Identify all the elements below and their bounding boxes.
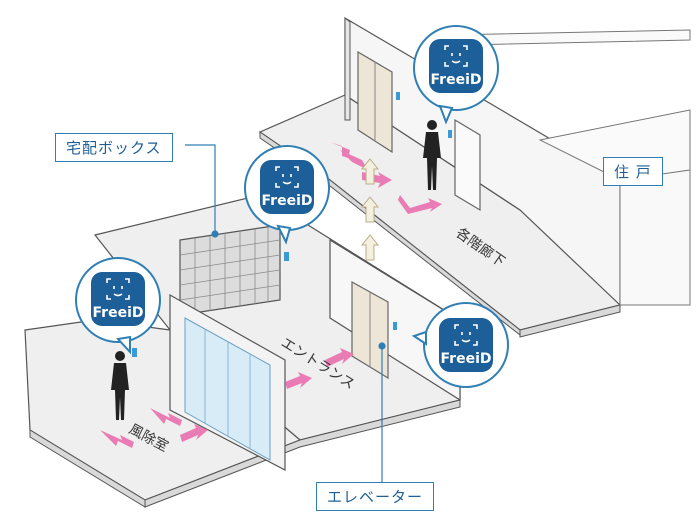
vertical-movement-arrows: [360, 158, 380, 261]
freeid-badge-delivery: [244, 145, 330, 245]
delivery-box-unit: [179, 224, 281, 316]
face-id-icon: [444, 45, 468, 67]
upper-elevator: [357, 50, 400, 154]
freeid-badge-elevator: [411, 302, 509, 388]
residence-callout: 住 戸: [603, 157, 663, 186]
delivery-reader: [284, 252, 289, 261]
entrance-reader: [132, 348, 137, 357]
freeid-badge-upper: [413, 25, 499, 125]
badge-text-elevator: FreeiD: [441, 351, 492, 367]
elevator-callout: エレベーター: [316, 482, 435, 511]
person-upper: [423, 120, 441, 190]
delivery-box-callout: 宅配ボックス: [55, 133, 173, 162]
freeid-badge-entrance: [75, 257, 161, 355]
glass-partition: [169, 293, 286, 471]
person-lower: [111, 351, 129, 420]
badge-text-upper: FreeiD: [431, 72, 482, 88]
upper-door: [448, 118, 481, 212]
badge-text-entrance: FreeiD: [93, 305, 144, 321]
face-id-icon: [454, 324, 478, 346]
badge-text-delivery: FreeiD: [262, 193, 313, 209]
face-id-icon: [275, 166, 299, 188]
face-id-icon: [106, 278, 130, 300]
leader-lines: [185, 144, 386, 486]
